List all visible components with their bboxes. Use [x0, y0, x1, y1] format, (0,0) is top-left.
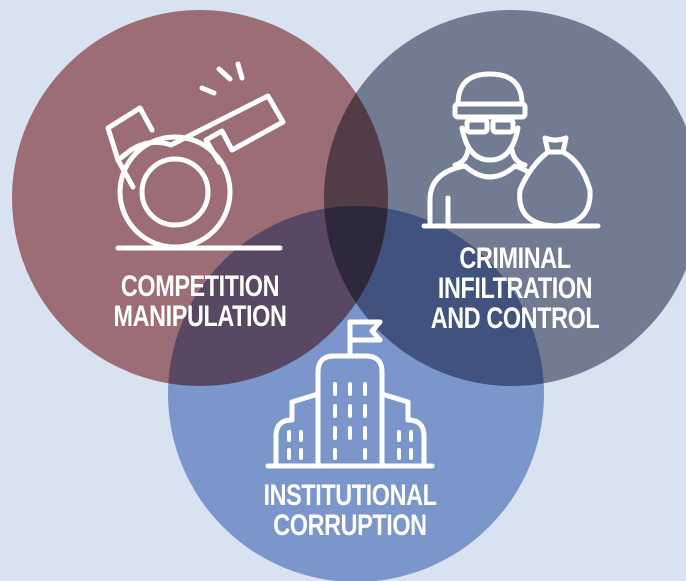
competition-manipulation-label-line-1: COMPETITION	[120, 270, 280, 303]
institutional-corruption-circle	[168, 206, 544, 581]
competition-manipulation-label-line-2: MANIPULATION	[113, 300, 287, 333]
criminal-infiltration-label: CRIMINAL INFILTRATION AND CONTROL	[421, 244, 608, 334]
institution-buildings-icon	[265, 319, 435, 469]
criminal-infiltration-label-line-2: INFILTRATION	[437, 272, 593, 305]
competition-manipulation-label: COMPETITION MANIPULATION	[106, 272, 293, 332]
institutional-corruption-label-line-1: INSTITUTIONAL	[263, 479, 437, 512]
whistle-icon	[105, 61, 286, 251]
institutional-corruption-label: INSTITUTIONAL CORRUPTION	[256, 481, 443, 541]
robber-with-money-bag-icon	[421, 71, 601, 229]
criminal-infiltration-label-line-3: AND CONTROL	[430, 302, 600, 335]
criminal-infiltration-label-line-1: CRIMINAL	[459, 242, 571, 275]
institutional-corruption-label-line-2: CORRUPTION	[273, 509, 427, 542]
